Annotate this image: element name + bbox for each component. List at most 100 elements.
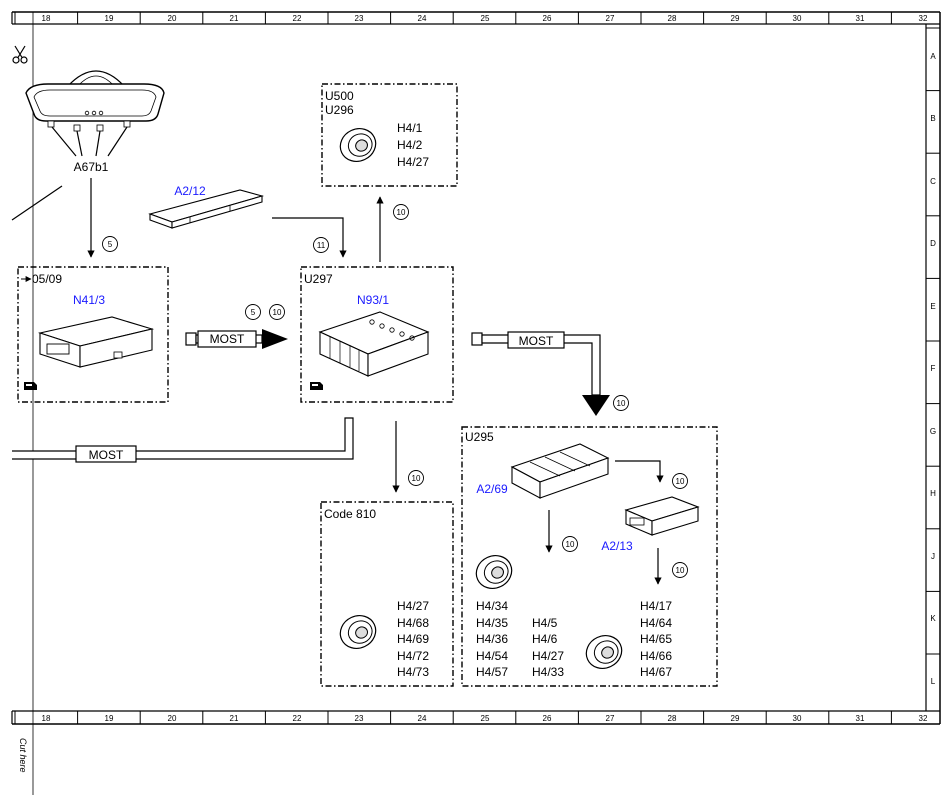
- ruler-label: 20: [168, 714, 177, 723]
- ruler-label: L: [931, 677, 936, 686]
- speaker-code: H4/57: [476, 665, 508, 679]
- reference-number: 10: [273, 308, 282, 317]
- speaker-code: H4/6: [532, 632, 558, 646]
- bottom-ruler-ticks: [14, 711, 892, 724]
- reference-circle: 10: [562, 536, 578, 552]
- drawing-frame: [11, 11, 941, 795]
- ruler-label: 28: [668, 14, 677, 23]
- speaker-code: H4/34: [476, 599, 508, 613]
- reference-number: 10: [676, 566, 685, 575]
- ruler-label: 26: [543, 714, 552, 723]
- ruler-label: 19: [105, 14, 114, 23]
- most-bus-arrow: [471, 331, 610, 416]
- n413-note: 05/09: [32, 272, 62, 286]
- speaker-code: H4/33: [532, 665, 564, 679]
- ruler-label: 29: [731, 14, 740, 23]
- ruler-label: 27: [606, 714, 615, 723]
- code810-box: [320, 501, 454, 687]
- right-ruler-ticks: [926, 27, 940, 655]
- mirror-label: A67b1: [74, 160, 109, 174]
- cut-here-label: Cut here: [18, 738, 28, 773]
- ruler-label: 20: [168, 14, 177, 23]
- speaker-code: H4/67: [640, 665, 672, 679]
- speaker-code: H4/66: [640, 649, 672, 663]
- u297-box: [300, 266, 454, 403]
- ruler-label: 23: [355, 14, 364, 23]
- u295-title: U295: [465, 430, 494, 444]
- reference-circle: 10: [613, 395, 629, 411]
- a212-label: A2/12: [174, 184, 206, 198]
- reference-number: 11: [317, 241, 326, 250]
- ruler-label: K: [930, 614, 936, 623]
- most-bus-line: [12, 417, 354, 463]
- ruler-label: 21: [230, 14, 239, 23]
- speaker-icon: [475, 555, 513, 589]
- ruler-label: B: [930, 114, 935, 123]
- n413-label: N41/3: [73, 293, 105, 307]
- right-ruler: A B C D E F G H J K L: [930, 52, 936, 686]
- ruler-label: A: [930, 52, 936, 61]
- ruler-label: 19: [105, 714, 114, 723]
- speaker-code: H4/73: [397, 665, 429, 679]
- ruler-label: 32: [919, 14, 928, 23]
- ruler-label: 18: [42, 14, 51, 23]
- speaker-code: H4/68: [397, 616, 429, 630]
- ruler-label: 24: [418, 14, 427, 23]
- ruler-label: 31: [856, 14, 865, 23]
- ruler-label: 27: [606, 14, 615, 23]
- top-ruler: 18 19 20 21 22 23 24 25 26 27 28 29 30 3…: [42, 14, 928, 23]
- speaker-code: H4/1: [397, 121, 423, 135]
- reference-number: 10: [397, 208, 406, 217]
- speaker-icon: [585, 635, 623, 669]
- reference-circle: 5: [102, 236, 118, 252]
- most-label: MOST: [89, 448, 124, 462]
- ruler-label: 25: [481, 714, 490, 723]
- top-ruler-ticks: [14, 12, 892, 24]
- u295-box: [461, 426, 718, 687]
- n413-box: [17, 266, 169, 403]
- bottom-ruler: 18 19 20 21 22 23 24 25 26 27 28 29 30 3…: [42, 714, 928, 723]
- ruler-label: 30: [793, 14, 802, 23]
- reference-number: 10: [676, 477, 685, 486]
- speaker-icon: [339, 128, 377, 162]
- reference-hand-icon: [310, 382, 323, 390]
- reference-number: 10: [617, 399, 626, 408]
- reference-number: 5: [251, 308, 256, 317]
- reference-number: 10: [412, 474, 421, 483]
- speaker-code: H4/35: [476, 616, 508, 630]
- ruler-label: D: [930, 239, 936, 248]
- speaker-code: H4/27: [397, 599, 429, 613]
- ruler-label: C: [930, 177, 936, 186]
- speaker-code: H4/54: [476, 649, 508, 663]
- speaker-code: H4/36: [476, 632, 508, 646]
- most-label: MOST: [210, 332, 245, 346]
- ruler-label: 28: [668, 714, 677, 723]
- reference-circle: 11: [313, 237, 329, 253]
- head-unit-icon: [318, 311, 430, 377]
- speaker-code: H4/2: [397, 138, 423, 152]
- ruler-label: 29: [731, 714, 740, 723]
- reference-number: 5: [108, 240, 113, 249]
- ruler-label: G: [930, 427, 936, 436]
- speaker-code: H4/64: [640, 616, 672, 630]
- ruler-label: 26: [543, 14, 552, 23]
- ruler-label: 18: [42, 714, 51, 723]
- u500-title: U500: [325, 89, 354, 103]
- reference-circle: 10: [269, 304, 285, 320]
- reference-circle: 10: [672, 473, 688, 489]
- ruler-label: 31: [856, 714, 865, 723]
- ruler-label: 22: [293, 14, 302, 23]
- a212-module-icon: [148, 189, 265, 229]
- ruler-label: 25: [481, 14, 490, 23]
- a269-label: A2/69: [476, 482, 508, 496]
- ruler-label: 21: [230, 714, 239, 723]
- reference-circle: 10: [393, 204, 409, 220]
- speaker-code: H4/72: [397, 649, 429, 663]
- speaker-code: H4/5: [532, 616, 558, 630]
- speaker-icon: [339, 615, 377, 649]
- a213-label: A2/13: [601, 539, 633, 553]
- code810-title: Code 810: [324, 507, 376, 521]
- ruler-label: 22: [293, 714, 302, 723]
- ruler-label: 30: [793, 714, 802, 723]
